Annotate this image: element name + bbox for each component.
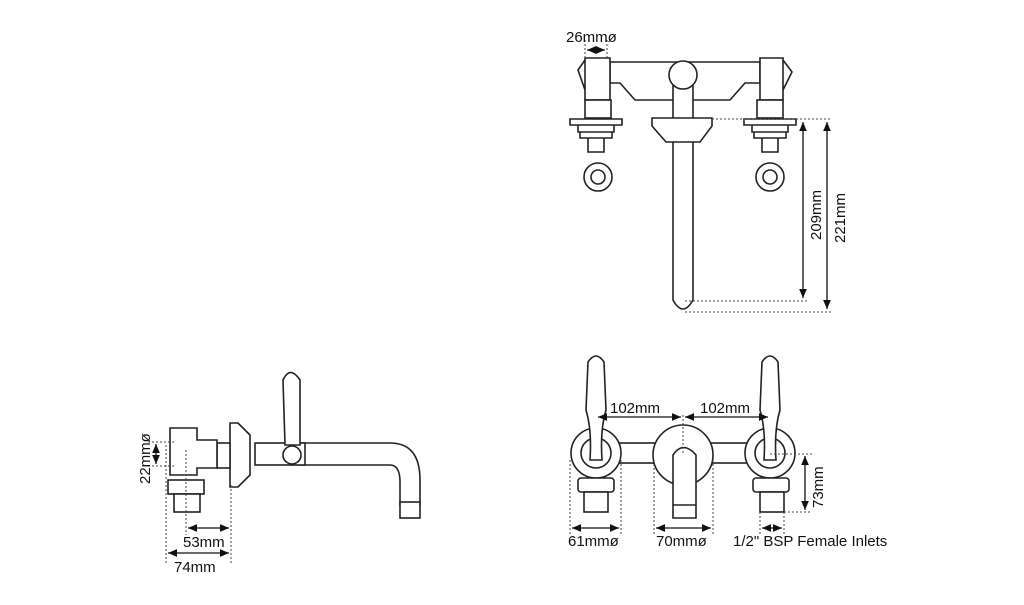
spacing-right-label: 102mm	[700, 400, 750, 417]
inlets-label: 1/2" BSP Female Inlets	[733, 533, 887, 550]
inlet-height-label: 73mm	[810, 466, 827, 508]
left-handle	[577, 57, 611, 101]
top-view: 26mmø 209mm 221mm	[566, 29, 849, 313]
spout-height-221-label: 221mm	[832, 193, 849, 243]
spout-pipe	[299, 442, 421, 506]
spout-plate-label: 70mmø	[656, 533, 707, 550]
spout-stem	[672, 84, 694, 121]
right-thread	[756, 99, 784, 119]
handle-plate-label: 61mmø	[568, 533, 619, 550]
thread	[216, 442, 231, 469]
body-diameter-label: 22mmø	[137, 433, 154, 484]
handle-diameter-label: 26mmø	[566, 29, 617, 46]
left-eyelet	[583, 162, 613, 192]
spout-flange	[651, 117, 713, 143]
spout-height-209-label: 209mm	[808, 190, 825, 240]
spacing-left-label: 102mm	[610, 400, 660, 417]
left-lever	[585, 355, 607, 461]
left-thread	[584, 99, 612, 119]
handle-hub	[282, 445, 302, 465]
spout-front	[672, 446, 697, 519]
spout-tip	[399, 501, 421, 519]
center-ball	[668, 60, 698, 90]
front-view: 102mm 102mm 61mmø 70mmø 1/2" BSP Female …	[568, 355, 887, 550]
left-valve-base	[569, 118, 623, 153]
depth-53-label: 53mm	[183, 534, 225, 551]
spout-tube	[672, 139, 694, 310]
right-valve-base	[743, 118, 797, 153]
lever-handle	[282, 371, 301, 446]
valve-body	[169, 427, 218, 476]
inlet-tail	[173, 493, 201, 513]
right-handle	[759, 57, 793, 101]
side-view: 22mmø 53mm 74mm	[137, 371, 421, 576]
depth-74-label: 74mm	[174, 559, 216, 576]
right-lever	[759, 355, 781, 461]
wall-flange	[229, 422, 251, 488]
right-eyelet	[755, 162, 785, 192]
